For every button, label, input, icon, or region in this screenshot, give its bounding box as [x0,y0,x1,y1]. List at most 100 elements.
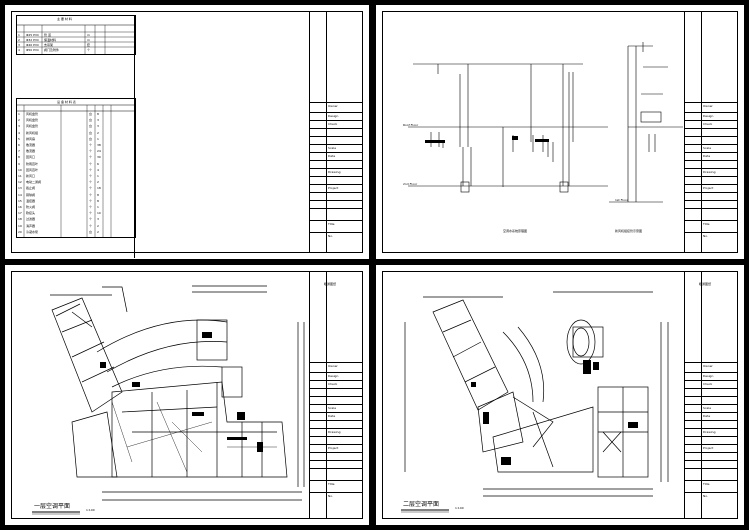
table-cell: 防雨百叶 [26,161,39,166]
table-cell: 4 [18,130,20,135]
table-cell: 支吊架 [44,43,54,47]
table-cell: 个 [89,143,93,147]
floor-label-roof: Roof Floor [403,123,419,127]
title-block-row [685,452,737,453]
title-block-label: Title [703,222,710,226]
table-cell: 消声器 [26,223,36,228]
title-block-row [685,128,737,129]
title-block-row [685,428,737,429]
table-cell: 1 [97,205,99,209]
title-block-label: Check [703,382,713,386]
title-block-label: Design [328,114,339,118]
blank-panel [134,15,321,258]
title-block-row [685,176,737,177]
title-block-row [685,380,737,381]
title-block-label: Owner [703,364,713,368]
title-block-row [685,460,737,461]
table-cell: Φ25 PVC [26,33,40,37]
table-cell: 24 [97,149,101,154]
table-cell: 6 [18,143,20,147]
table-cell: 5 [18,136,20,141]
title-block-row [685,232,737,233]
title-block-row [685,152,737,153]
table-cell: 7 [18,149,20,154]
title-block-label: No. [703,494,708,498]
table-cell: 20 [18,229,22,234]
table-cell: 风机盘管 [26,112,39,116]
table-cell: 16 [18,205,22,209]
scale-note: 1:100 [86,508,95,512]
table-cell: 个 [89,161,93,166]
title-block-label: No. [328,234,333,238]
title-block-label: Scale [328,146,337,150]
title-block-row [685,160,737,161]
title-block-row [685,144,737,145]
table-cell: 2 [18,118,20,123]
title-block-label: Project [328,186,339,190]
title-block-row [685,220,737,221]
floor-plan-drawing [401,291,669,513]
title-block-row [310,480,362,481]
title-block-row [310,168,362,169]
table-title: 设 备 材 料 表 [57,100,76,104]
table-cell: 2 [18,38,20,42]
title-block-row [310,102,362,103]
title-block-row [310,428,362,429]
table-cell: 台 [89,136,93,141]
table-cell: 排风扇 [26,136,36,141]
table-cell: 散流器 [26,143,36,147]
title-block-row [310,460,362,461]
table-cell: 14 [18,192,22,197]
title-block-row [310,404,362,405]
title-block-row [685,480,737,481]
title-block-row [310,232,362,233]
title-block-label: No. [328,494,333,498]
title-block-row [310,388,362,389]
title-block-row [685,184,737,185]
table-cell: 2 [97,229,99,234]
title-block-label: No. [703,234,708,238]
table-cell: 新风机组 [26,130,39,135]
table-cell: 11 [18,174,22,178]
title-block-row [685,412,737,413]
title-block-row [310,200,362,201]
diagram-caption: 新风机组接管示意图 [615,229,643,233]
title-block-row [685,208,737,209]
table-cell: Φ32 PVC [26,38,40,42]
title-block-row [310,176,362,177]
table-cell: 台 [89,229,93,234]
title-block-row [685,200,737,201]
title-block-row [310,144,362,145]
title-block-label: Design [703,374,714,378]
floor-label-second: 2nd Floor [403,182,418,186]
table-cell: 4 [97,167,99,172]
table-cell: 个 [89,217,93,222]
title-block-row [685,420,737,421]
title-block-label: Scale [703,146,712,150]
title-block-label: Drawing [328,170,341,174]
table-cell: 1 [18,33,20,37]
table-cell: 电动二通阀 [26,180,42,185]
title-block-row [310,468,362,469]
title-block-label: Check [703,122,713,126]
title-block-row [685,388,737,389]
title-block-row [685,492,737,493]
plan-title: 二层空调平面 [403,501,440,508]
table-cell: 回风口 [26,155,36,160]
title-block-label: Title [328,482,335,486]
table-cell: 15 [18,198,22,203]
title-block-row [685,192,737,193]
title-block-column [685,272,702,518]
title-block-row [685,396,737,397]
table-cell: 冷凝水泵 [26,229,39,234]
title-block-label: Design [328,374,339,378]
table-cell: 3 [18,124,20,129]
title-block-row [685,404,737,405]
table-cell: 台 [89,118,93,123]
title-block-row [310,128,362,129]
table-grid [17,24,135,54]
table-cell: 17 [18,211,22,216]
